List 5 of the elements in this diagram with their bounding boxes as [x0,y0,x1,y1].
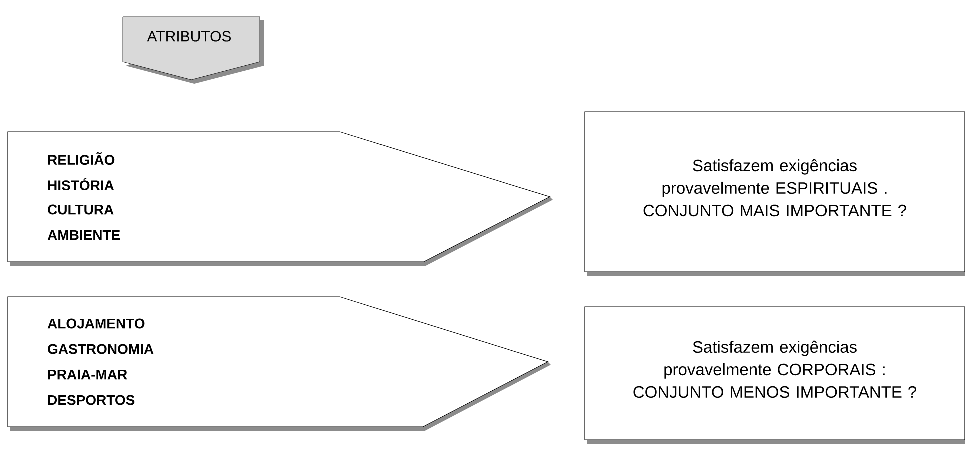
arrow-box: ALOJAMENTO GASTRONOMIA PRAIA-MAR DESPORTOS [8,296,551,431]
text-box: Satisfazem exigências provavelmente CORPORAIS : CONJUNTO MENOS IMPORTANTE ? [584,306,966,444]
arrow-box: RELIGIÃO HISTÓRIA CULTURA AMBIENTE [8,132,553,266]
text-box: Satisfazem exigências provavelmente ESPIRITUAIS . CONJUNTO MAIS IMPORTANTE ? [584,112,966,276]
banner-tag: ATRIBUTOS [122,16,264,84]
